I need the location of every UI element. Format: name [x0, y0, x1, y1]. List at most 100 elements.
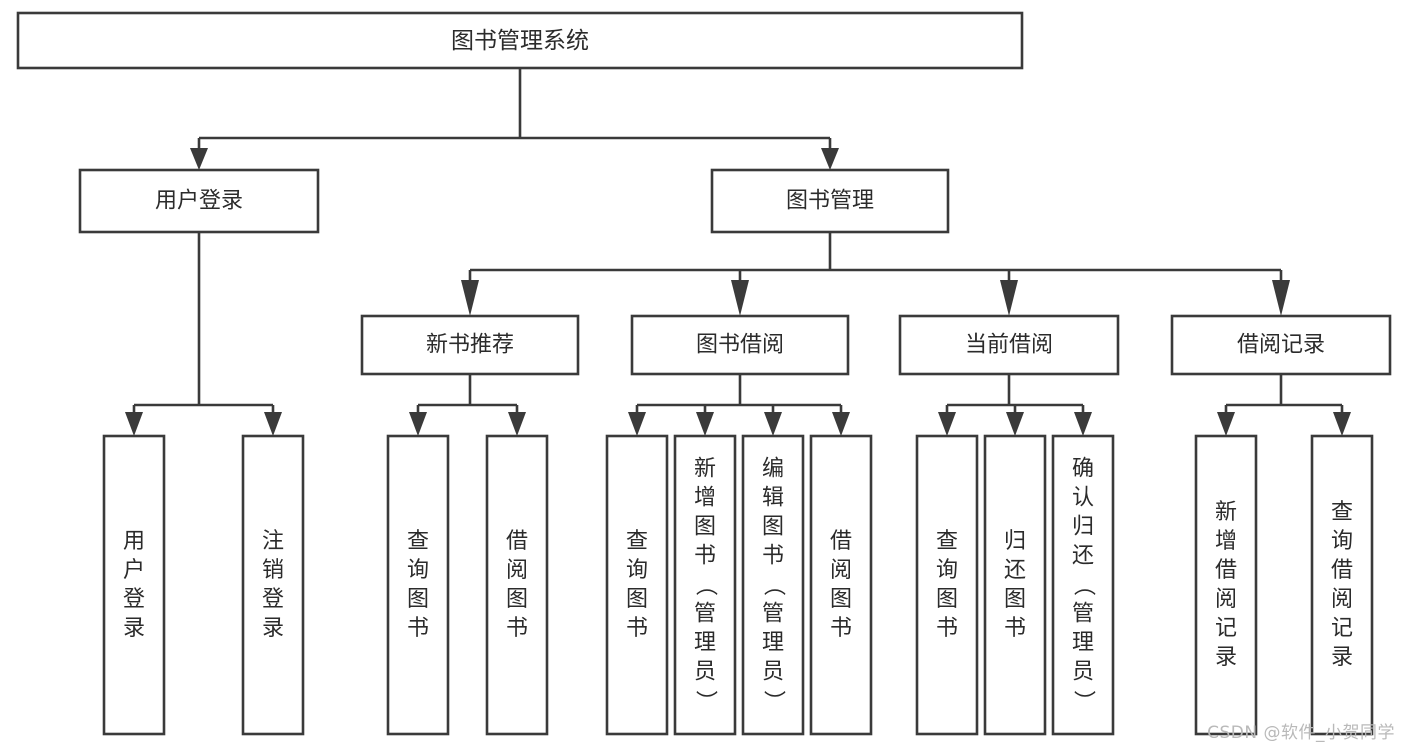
vertical-char: 归	[1004, 529, 1026, 554]
vertical-char: 查	[626, 529, 648, 554]
node-root[interactable]: 图书管理系统	[16, 11, 1024, 70]
node-new-book-recommend-box[interactable]	[360, 314, 580, 376]
arrow-to-leaf-return-book	[1006, 412, 1024, 436]
vertical-char: （	[1071, 574, 1096, 596]
vertical-char: 辑	[762, 486, 784, 511]
node-leaf-add-book-box[interactable]	[673, 434, 737, 736]
vertical-char: 书	[1004, 616, 1026, 641]
vertical-char: 管	[694, 602, 716, 627]
arrow-to-leaf-add-record	[1217, 412, 1235, 436]
arrow-to-leaf-query-book-2	[628, 412, 646, 436]
vertical-char: 书	[407, 616, 429, 641]
vertical-char: 用	[123, 529, 145, 554]
vertical-char: （	[693, 574, 718, 596]
node-borrow-record-box[interactable]	[1170, 314, 1392, 376]
arrow-to-book-borrow	[731, 280, 749, 316]
node-borrow-record[interactable]: 借阅记录	[1170, 314, 1392, 376]
node-leaf-confirm-return-box[interactable]	[1051, 434, 1115, 736]
vertical-char: 图	[506, 587, 528, 612]
node-book-manage[interactable]: 图书管理	[710, 168, 950, 234]
node-leaf-borrow-book-2-box[interactable]	[809, 434, 873, 736]
node-book-borrow[interactable]: 图书借阅	[630, 314, 850, 376]
node-root-box[interactable]	[16, 11, 1024, 70]
vertical-char: ）	[693, 690, 718, 712]
node-new-book-recommend-label: 新书推荐	[426, 333, 514, 358]
vertical-char: 还	[1072, 544, 1094, 569]
vertical-char: ）	[761, 690, 786, 712]
vertical-char: 书	[626, 616, 648, 641]
vertical-char: 编	[762, 457, 784, 482]
node-leaf-user-login-box[interactable]	[102, 434, 166, 736]
vertical-char: 书	[830, 616, 852, 641]
vertical-char: 管	[762, 602, 784, 627]
vertical-char: 员	[694, 660, 716, 685]
node-leaf-query-record-box[interactable]	[1310, 434, 1374, 736]
arrow-to-current-borrow	[1000, 280, 1018, 316]
vertical-char: 认	[1072, 486, 1094, 511]
vertical-char: 记	[1215, 616, 1237, 641]
vertical-char: 阅	[830, 558, 852, 583]
node-leaf-query-book-2-box[interactable]	[605, 434, 669, 736]
vertical-char: 员	[1072, 660, 1094, 685]
vertical-char: 询	[407, 558, 429, 583]
node-user-login[interactable]: 用户登录	[78, 168, 320, 234]
arrow-to-book-manage	[821, 148, 839, 170]
vertical-char: 登	[262, 587, 284, 612]
node-current-borrow-box[interactable]	[898, 314, 1120, 376]
vertical-char: 书	[936, 616, 958, 641]
vertical-char: 确	[1072, 457, 1094, 482]
vertical-char: 图	[936, 587, 958, 612]
vertical-char: 查	[1331, 500, 1353, 525]
arrow-to-leaf-user-login	[125, 412, 143, 436]
node-new-book-recommend[interactable]: 新书推荐	[360, 314, 580, 376]
vertical-char: 查	[407, 529, 429, 554]
vertical-char: 书	[762, 544, 784, 569]
node-current-borrow[interactable]: 当前借阅	[898, 314, 1120, 376]
vertical-char: 增	[694, 486, 716, 511]
vertical-char: 注	[262, 529, 284, 554]
node-user-login-box[interactable]	[78, 168, 320, 234]
arrow-to-user-login	[190, 148, 208, 170]
node-book-manage-box[interactable]	[710, 168, 950, 234]
vertical-char: 新	[1215, 500, 1237, 525]
arrow-to-leaf-add-book	[696, 412, 714, 436]
node-book-borrow-box[interactable]	[630, 314, 850, 376]
vertical-char: 借	[506, 529, 528, 554]
vertical-char: 图	[830, 587, 852, 612]
node-leaf-borrow-book-1-box[interactable]	[485, 434, 549, 736]
node-leaf-logout-login-box[interactable]	[241, 434, 305, 736]
node-leaf-user-login[interactable]: 用户登录	[102, 434, 166, 736]
vertical-char: 理	[762, 631, 784, 656]
vertical-char: 阅	[1331, 587, 1353, 612]
vertical-char: 还	[1004, 558, 1026, 583]
node-leaf-add-record-box[interactable]	[1194, 434, 1258, 736]
vertical-char: 登	[123, 587, 145, 612]
node-leaf-query-book-3-box[interactable]	[915, 434, 979, 736]
vertical-char: 管	[1072, 602, 1094, 627]
vertical-char: 借	[1331, 558, 1353, 583]
node-leaf-edit-book-box[interactable]	[741, 434, 805, 736]
node-leaf-return-book-box[interactable]	[983, 434, 1047, 736]
node-leaf-query-book-1-box[interactable]	[386, 434, 450, 736]
arrow-to-leaf-logout-login	[264, 412, 282, 436]
